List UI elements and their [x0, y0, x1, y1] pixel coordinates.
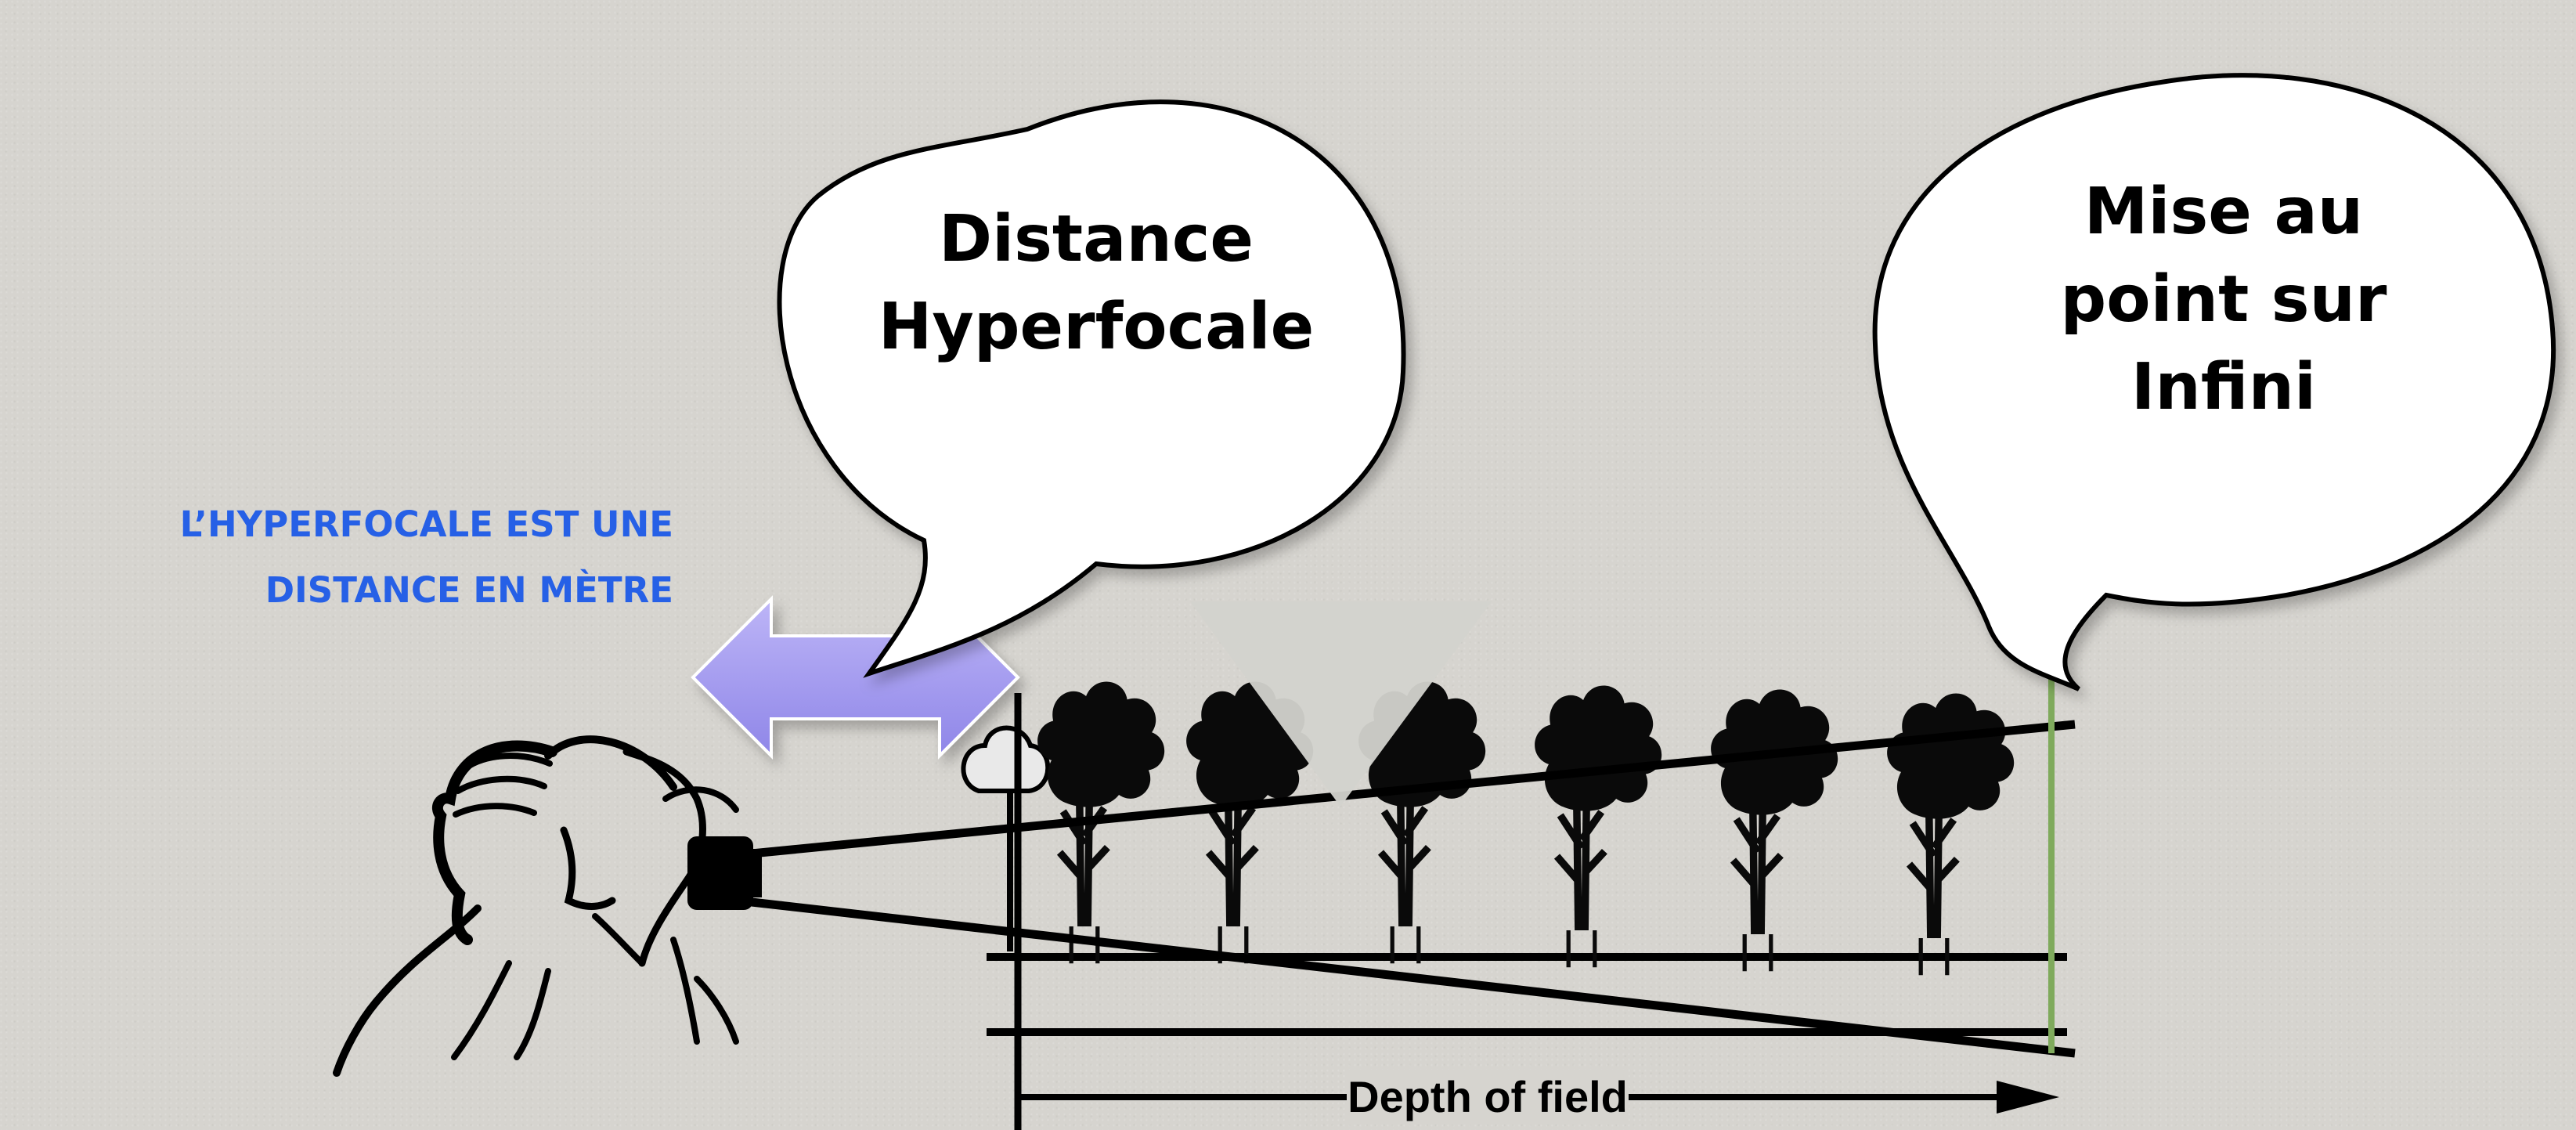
- view-line-top: [751, 720, 2076, 858]
- tree-row: [961, 682, 2067, 1036]
- note-line-1: L’HYPERFOCALE EST UNE: [179, 504, 673, 545]
- tree-5: [1711, 690, 1838, 972]
- photographer-figure: [333, 735, 762, 1077]
- bubble-hyperfocal-line-1: Distance: [938, 202, 1254, 276]
- tree-4: [1535, 686, 1661, 968]
- speech-bubble-hyperfocal: [777, 99, 1406, 678]
- bubble-infinity-line-2: point sur: [2060, 262, 2387, 337]
- bubble-hyperfocal-text: Distance Hyperfocale: [799, 196, 1394, 371]
- bubble-infinity-line-1: Mise au: [2084, 175, 2364, 249]
- hyperfocal-note: L’HYPERFOCALE EST UNE DISTANCE EN MÈTRE: [117, 492, 673, 623]
- bubble-infinity-text: Mise au point sur Infini: [1910, 168, 2537, 431]
- note-line-2: DISTANCE EN MÈTRE: [265, 569, 673, 611]
- speech-bubble-infinity: [1872, 73, 2556, 691]
- view-line-bottom: [751, 897, 2076, 1058]
- depth-arrow-head: [1997, 1081, 2059, 1114]
- focus-marker-triangle: [1190, 601, 1492, 807]
- bubble-infinity-line-3: Infini: [2130, 350, 2317, 424]
- bubble-hyperfocal-line-2: Hyperfocale: [878, 290, 1315, 364]
- depth-of-field-label: Depth of field: [1347, 1070, 1629, 1125]
- tree-outline: [961, 725, 1051, 951]
